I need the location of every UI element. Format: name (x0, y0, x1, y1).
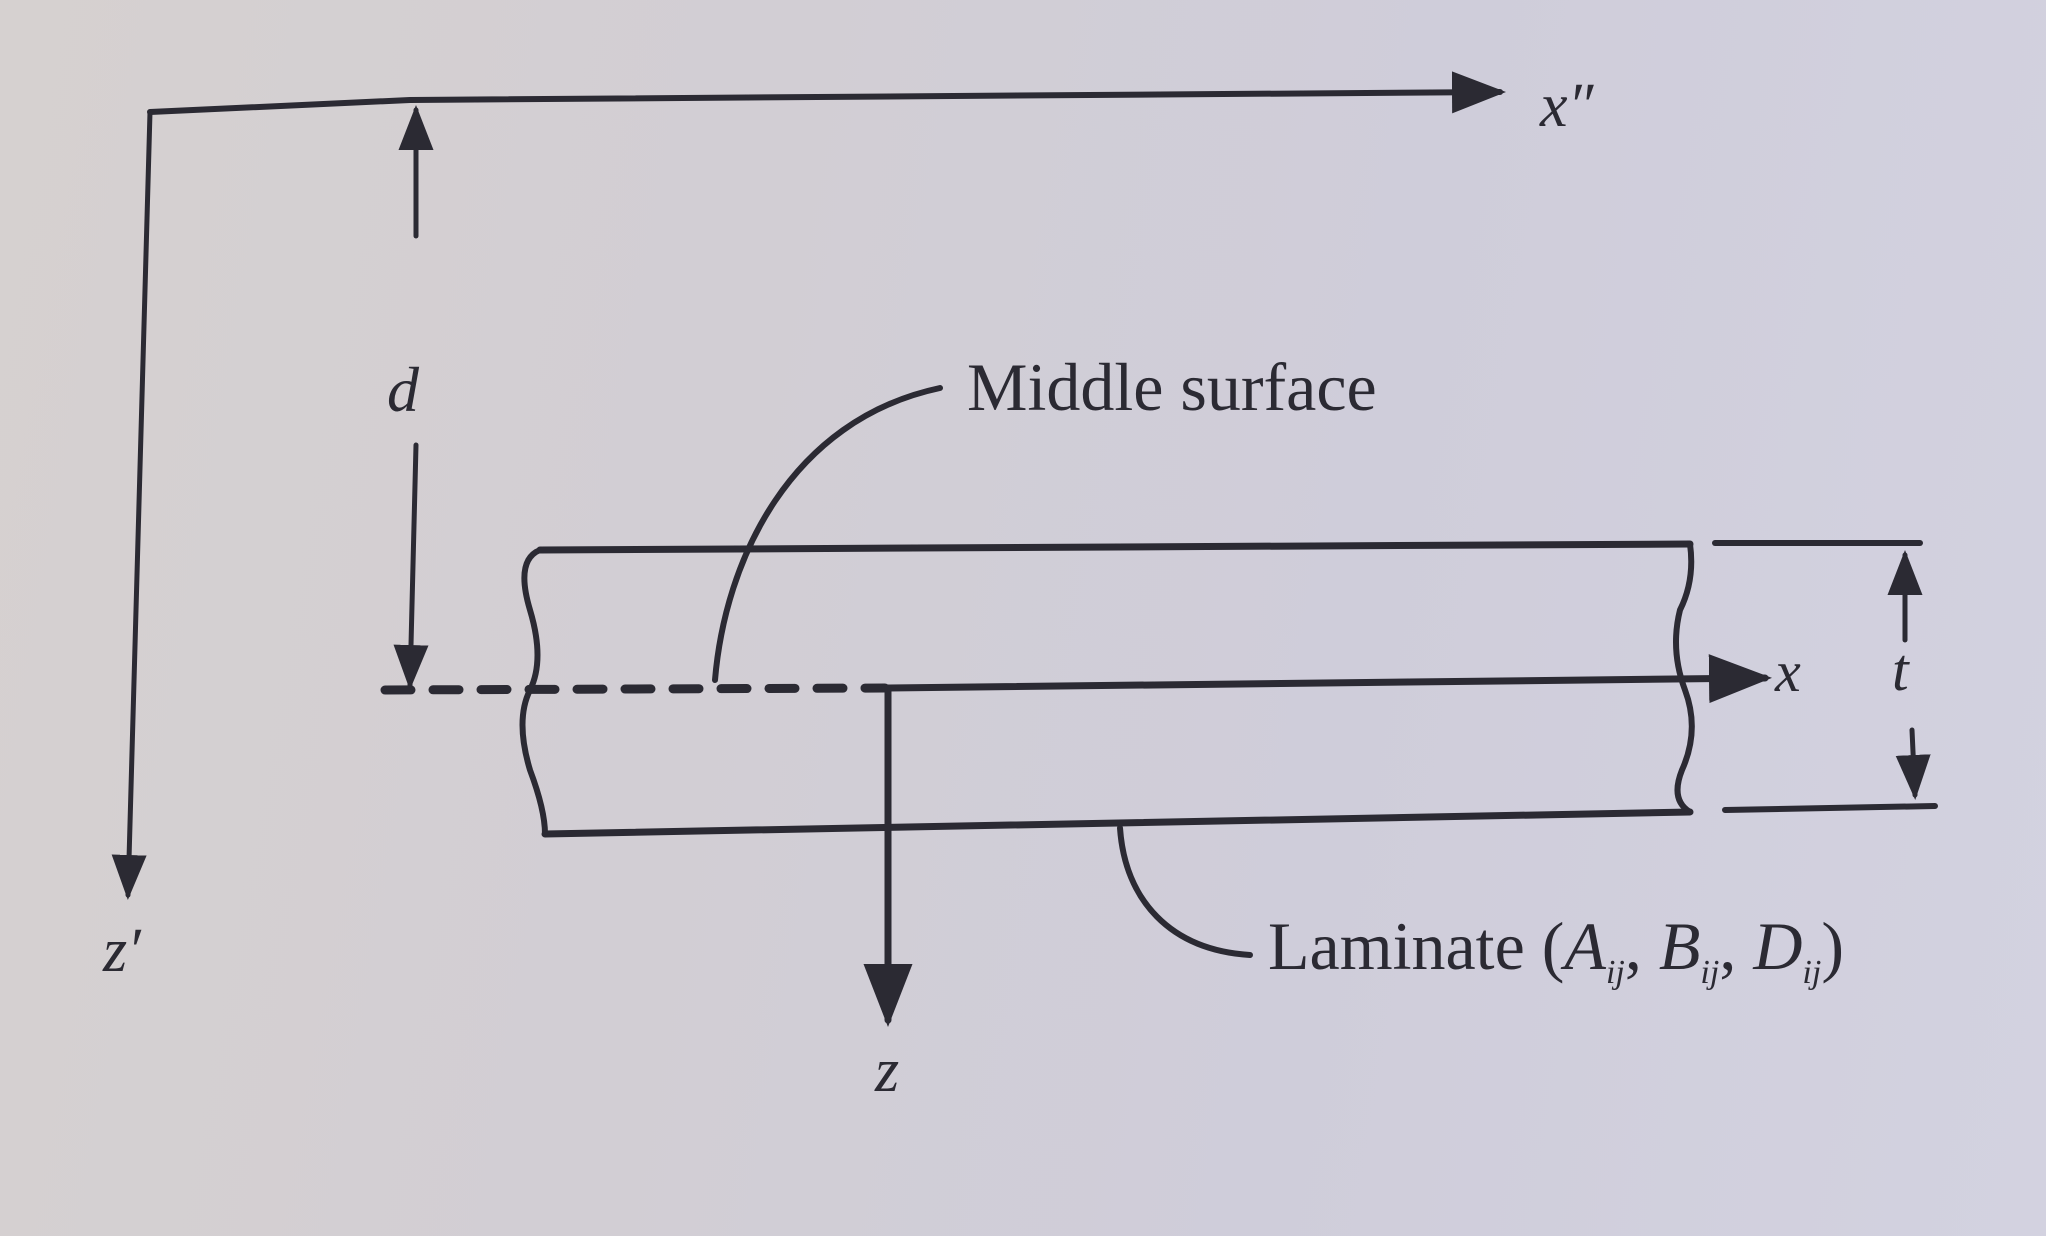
middle-surface-leader (712, 385, 943, 683)
stiffness-A: A (1564, 908, 1606, 984)
d-label: d (387, 354, 419, 425)
d-dimension-lower (393, 442, 429, 690)
t-dimension-lower (1895, 727, 1931, 800)
subscript-ij-B: ij (1700, 954, 1720, 991)
x-double-prime-label: x″ (1540, 72, 1594, 140)
x-label: x (1775, 639, 1801, 704)
t-label: t (1892, 637, 1909, 703)
subscript-ij-D: ij (1802, 954, 1822, 991)
laminate-top-edge (536, 540, 1694, 554)
middle-surface-dashed-line (380, 683, 890, 695)
z-prime-axis (111, 109, 153, 900)
x-double-prime-axis (147, 71, 1506, 115)
stiffness-B: B (1658, 908, 1701, 984)
laminate-leader (1117, 825, 1253, 958)
subscript-ij-A: ij (1605, 954, 1625, 991)
comma-2: , (1719, 908, 1754, 984)
laminate-left-break (519, 547, 548, 837)
comma-1: , (1624, 908, 1659, 984)
x-axis (881, 654, 1772, 704)
middle-surface-label: Middle surface (967, 349, 1377, 425)
laminate-suffix: ) (1821, 908, 1844, 984)
t-extension-bottom (1722, 803, 1938, 813)
laminate-prefix: Laminate ( (1268, 908, 1565, 984)
z-label: z (875, 1037, 900, 1105)
laminate-right-break (1673, 541, 1695, 815)
z-prime-label: z′ (103, 917, 141, 985)
laminate-label: Laminate (Aij, Bij, Dij) (1268, 912, 1844, 990)
stiffness-D: D (1753, 908, 1803, 984)
laminate-bottom-edge (541, 808, 1694, 838)
